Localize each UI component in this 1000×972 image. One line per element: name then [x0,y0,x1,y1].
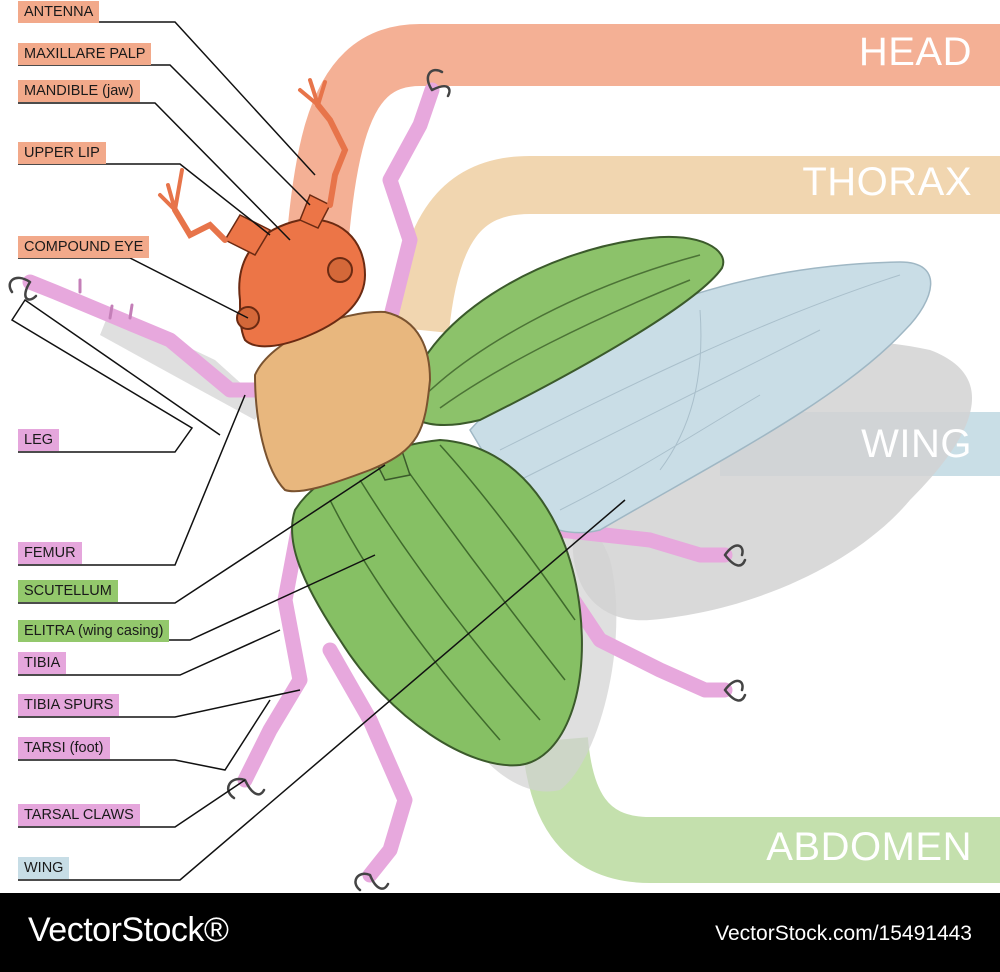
line-upper-lip [18,163,271,236]
line-mandible [18,102,291,241]
line-leg [10,298,221,453]
hind-right-leg [552,572,733,698]
tarsi-segments [78,278,134,320]
wing-veins [499,274,901,511]
label-maxillare-palp: MAXILLARE PALP [18,43,152,65]
claw-hind-right [723,679,747,702]
antennae [172,102,349,243]
brand-logo-text: VectorStock® [28,911,229,949]
label-tibia: TIBIA [18,652,67,674]
open-elytron [403,235,725,426]
thorax-body [253,310,432,493]
claw-middle-right [723,544,747,567]
label-leg: LEG [18,429,60,451]
line-wing [18,499,626,881]
abdomen-body [291,438,583,767]
label-mandible: MANDIBLE (jaw) [18,80,140,102]
claw-front-left [8,276,38,301]
line-maxillare-palp [18,64,311,206]
region-thorax-label: THORAX [802,160,972,204]
head-body [158,78,367,348]
elytron-ridges [419,254,701,409]
claw-middle-left [227,777,266,800]
claws [8,68,747,892]
label-femur: FEMUR [18,542,82,564]
line-scutellum [18,464,386,604]
label-compound-eye: COMPOUND EYE [18,236,150,258]
region-abdomen-label: ABDOMEN [766,825,972,869]
label-antenna: ANTENNA [18,1,100,23]
line-compound-eye [18,257,249,319]
line-femur [18,394,246,566]
front-right-leg [382,82,440,328]
label-upper-lip: UPPER LIP [18,142,106,164]
label-tibia-spurs: TIBIA SPURS [18,694,120,716]
label-tarsi: TARSI (foot) [18,737,110,759]
label-tarsal-claws: TARSAL CLAWS [18,804,140,826]
line-tibia [18,629,281,676]
label-wing: WING [18,857,70,879]
elytra-ridges [329,444,576,741]
line-tarsal-claws [18,779,246,828]
compound-eye-right [327,257,353,283]
line-tarsi [18,699,271,771]
watermark-bar: VectorStock® VectorStock.com/15491443 [0,893,1000,972]
middle-left-leg [237,512,308,788]
thorax-band [391,156,1000,334]
image-id-text: VectorStock.com/15491443 [715,922,972,945]
claw-hind-left [354,872,390,892]
beetle-diagram-svg [8,21,1000,892]
head-capsule [238,218,367,348]
antenna-clubs [158,78,327,212]
region-head-label: HEAD [858,30,972,74]
label-scutellum: SCUTELLUM [18,580,118,602]
pronotum [253,310,432,493]
claw-front-right [426,68,451,98]
front-left-leg [22,274,278,398]
label-elitra: ELITRA (wing casing) [18,620,170,642]
hind-left-leg [322,642,413,883]
region-wing-label: WING [861,422,972,466]
line-tibia-spurs [18,689,301,718]
